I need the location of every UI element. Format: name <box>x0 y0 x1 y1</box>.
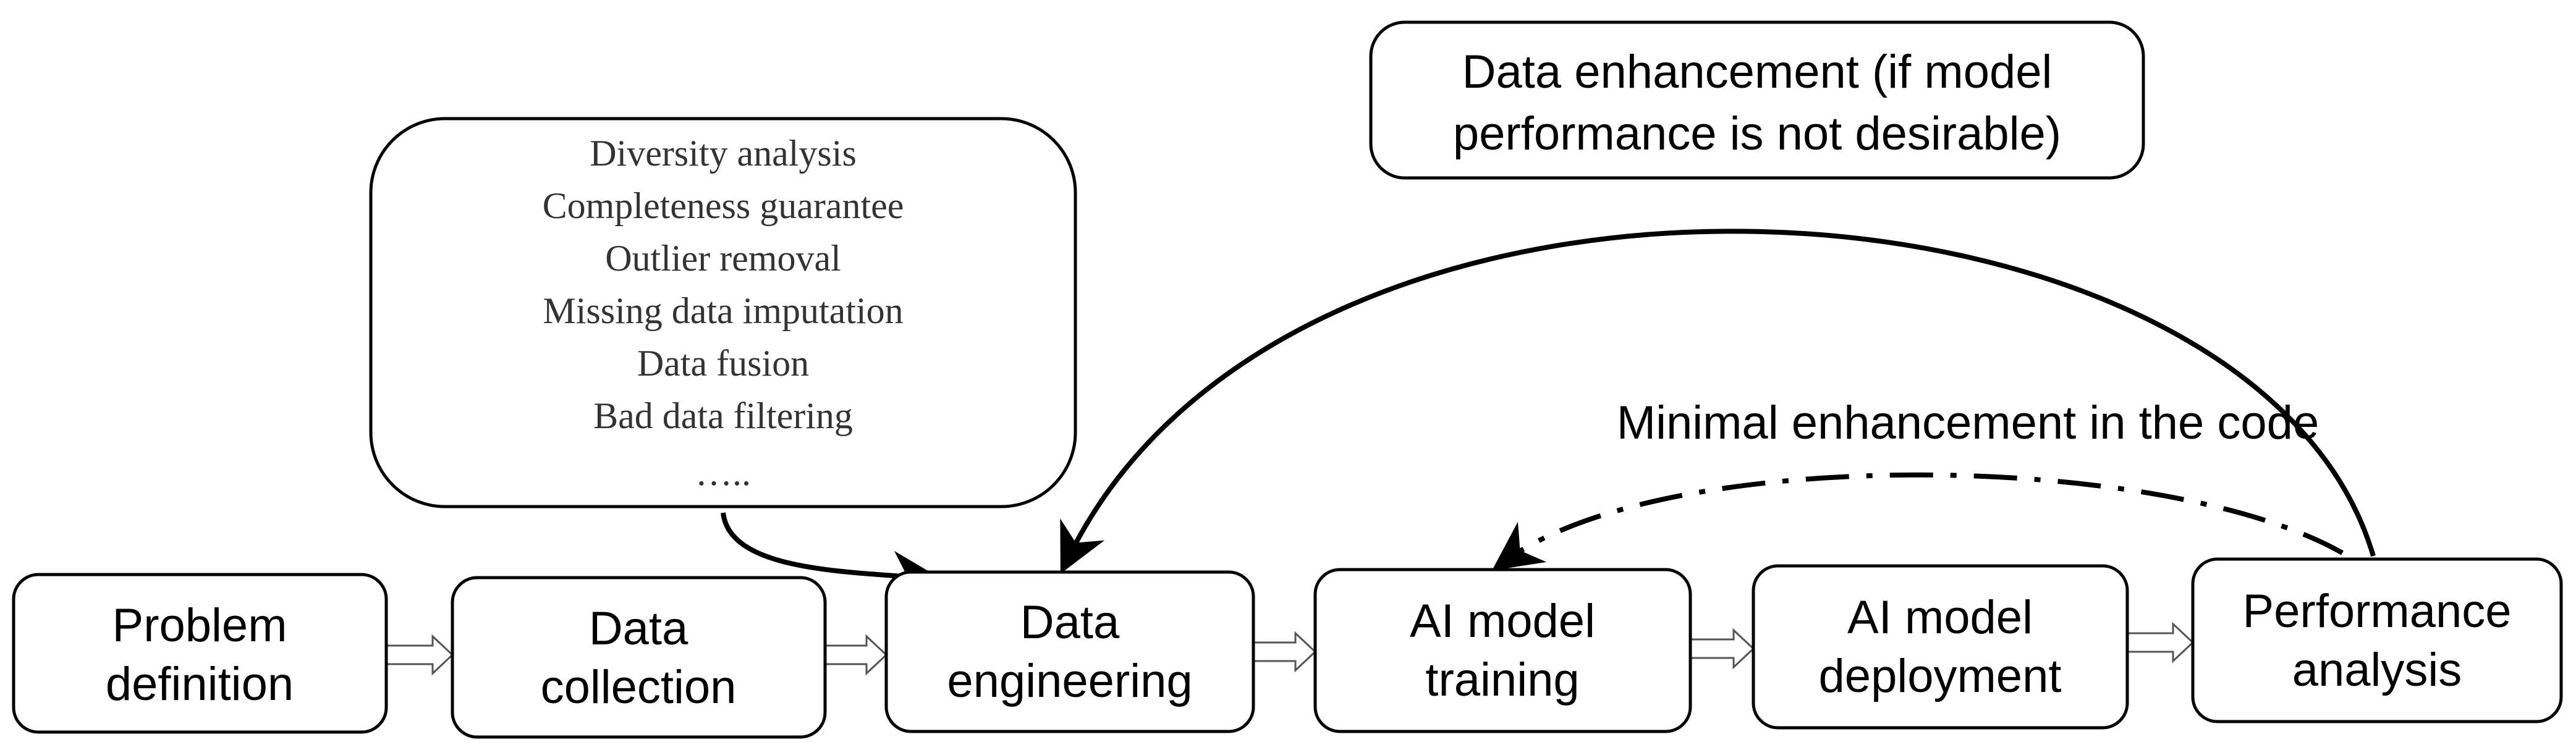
ai-model-deployment-line-2: deployment <box>1819 650 2062 702</box>
task-diversity-analysis: Diversity analysis <box>590 133 857 174</box>
problem-definition-frame <box>12 573 388 734</box>
data-enhancement-frame <box>1369 20 2145 180</box>
process-box-problem-definition: Problem definition <box>12 573 388 734</box>
task-missing-data-imputation: Missing data imputation <box>543 290 903 331</box>
task-outlier-removal: Outlier removal <box>605 238 841 279</box>
ai-model-training-line-1: AI model <box>1410 595 1595 647</box>
performance-analysis-line-2: analysis <box>2292 644 2462 696</box>
flow-arrow-2 <box>824 634 888 676</box>
data-engineering-frame <box>884 570 1255 733</box>
process-box-performance-analysis: Performance analysis <box>2191 557 2563 723</box>
data-enhancement-line-2: performance is not desirable) <box>1453 107 2061 160</box>
data-enhancement-line-1: Data enhancement (if model <box>1462 46 2053 98</box>
ai-model-training-frame <box>1313 568 1692 733</box>
flow-arrow-3 <box>1252 631 1317 673</box>
minimal-enhancement-feedback-arrow <box>1491 472 2344 571</box>
performance-analysis-line-1: Performance <box>2242 585 2511 638</box>
flow-arrow-1 <box>385 634 454 676</box>
data-enhancement-box: Data enhancement (if model performance i… <box>1369 20 2145 180</box>
engineering-tasks-box: Diversity analysis Completeness guarante… <box>369 117 1077 508</box>
process-box-data-collection: Data collection <box>451 576 827 739</box>
task-completeness-guarantee: Completeness guarantee <box>543 185 904 226</box>
ai-model-deployment-line-1: AI model <box>1847 591 2033 644</box>
data-collection-frame <box>451 576 827 739</box>
data-collection-line-2: collection <box>541 661 737 714</box>
process-box-ai-model-training: AI model training <box>1313 568 1692 733</box>
data-engineering-line-1: Data <box>1020 596 1120 649</box>
tasks-to-engineering-arrow <box>721 512 942 600</box>
process-box-ai-model-deployment: AI model deployment <box>1752 564 2129 730</box>
data-enhancement-feedback-arrow <box>1060 229 2376 574</box>
task-bad-data-filtering: Bad data filtering <box>593 395 853 436</box>
flow-arrow-5 <box>2126 621 2195 664</box>
minimal-enhancement-label: Minimal enhancement in the code <box>1617 397 2319 449</box>
problem-definition-line-1: Problem <box>112 599 287 652</box>
problem-definition-line-2: definition <box>106 658 294 710</box>
process-box-data-engineering: Data engineering <box>884 570 1255 733</box>
task-data-fusion: Data fusion <box>637 343 809 384</box>
engineering-tasks-frame <box>369 117 1077 508</box>
data-collection-line-1: Data <box>589 602 688 655</box>
flow-arrow-4 <box>1689 628 1755 670</box>
ai-model-training-line-2: training <box>1425 654 1579 706</box>
performance-analysis-frame <box>2191 557 2563 723</box>
task-ellipsis: ….. <box>695 452 751 493</box>
data-engineering-line-2: engineering <box>947 655 1192 707</box>
ai-model-deployment-frame <box>1752 564 2129 730</box>
